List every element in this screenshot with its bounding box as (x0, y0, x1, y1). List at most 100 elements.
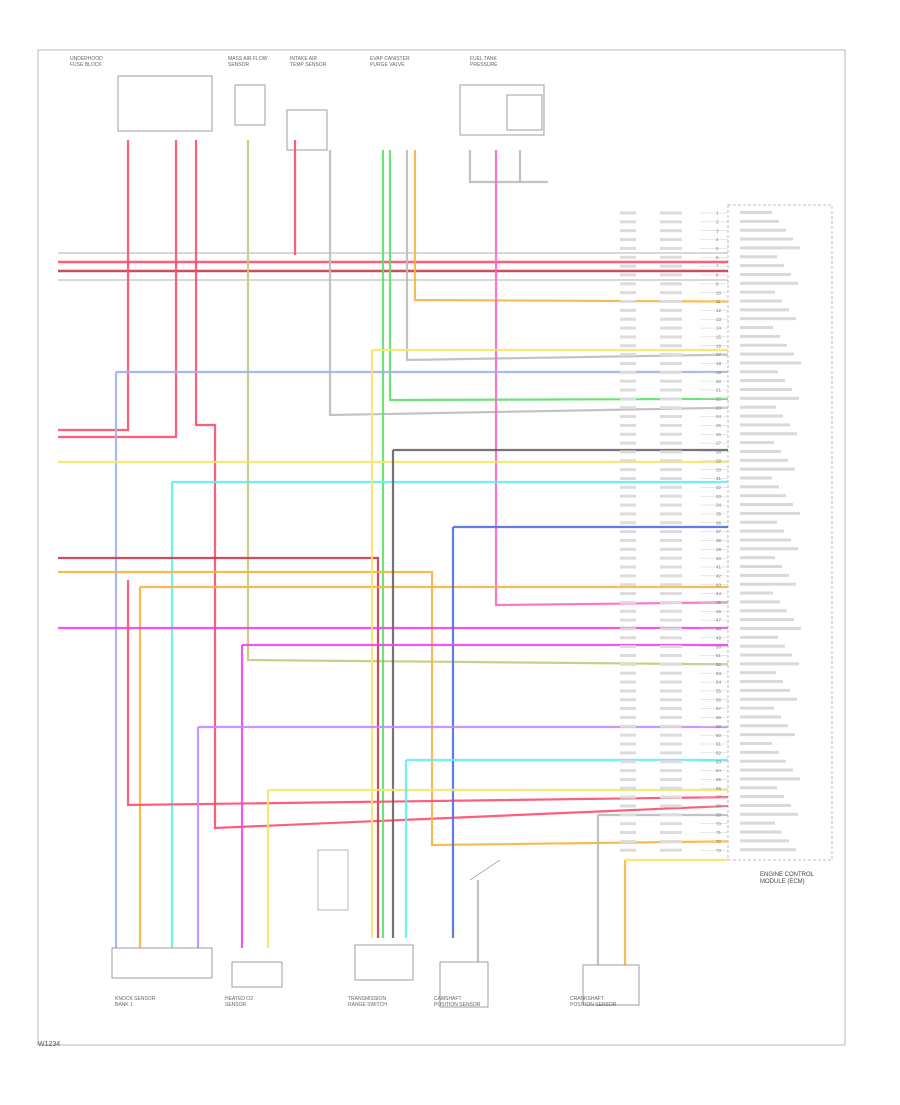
ecm-pin-desc (740, 476, 772, 480)
wire-color-mark (660, 724, 682, 728)
top-component-box (117, 75, 213, 132)
wire-color-mark (660, 441, 682, 445)
ecm-pin-number: 7 (716, 264, 719, 269)
wire-color-mark (660, 760, 682, 764)
ecm-pin-desc (740, 458, 788, 462)
ecm-pin-number: 52 (716, 662, 722, 667)
wire-color-mark (660, 494, 682, 498)
ecm-pin-desc (740, 264, 784, 268)
wire-color-mark (660, 645, 682, 649)
ecm-pin-number: 64 (716, 768, 722, 773)
wire-code-mark (620, 822, 636, 826)
wire-code-mark (620, 565, 636, 569)
bottom-component-caption: CAMSHAFT (434, 996, 462, 1002)
ecm-pin-desc (740, 848, 796, 852)
ecm-pin-desc (740, 326, 773, 330)
ecm-pin-desc (740, 414, 783, 418)
ecm-pin-desc (740, 812, 798, 816)
wire-code-mark (620, 432, 636, 436)
wire-color-mark (660, 609, 682, 613)
ecm-pin-number: 11 (716, 299, 721, 304)
wire-code-mark (620, 282, 636, 286)
bottom-component-caption: SENSOR (225, 1002, 247, 1008)
ecm-pin-number: 8 (716, 273, 719, 278)
ecm-pin-number: 22 (716, 396, 722, 401)
ecm-pin-number: 43 (716, 582, 722, 587)
wire-color-mark (660, 680, 682, 684)
ecm-pin-desc (740, 556, 775, 560)
bottom-component-caption: BANK 1 (115, 1002, 133, 1008)
wire-olive (246, 140, 729, 666)
ecm-pin-number: 2 (716, 219, 719, 224)
top-component-caption: MASS AIR FLOW (228, 56, 268, 62)
ecm-pin-desc (740, 573, 789, 577)
ecm-pin-desc (740, 334, 780, 338)
ecm-pin-number: 23 (716, 405, 722, 410)
wire-code-mark (620, 627, 636, 631)
top-component-caption: EVAP CANISTER (370, 56, 410, 62)
ecm-pin-desc (740, 352, 794, 356)
bottom-component-caption: POSITION SENSOR (434, 1002, 481, 1008)
top-component-box (234, 84, 266, 126)
ecm-pin-number: 27 (716, 441, 722, 446)
ecm-pin-desc (740, 706, 774, 710)
wire-color-mark (660, 397, 682, 401)
wire-color-mark (660, 211, 682, 215)
ecm-pin-desc (740, 281, 798, 285)
ecm-pin-number: 57 (716, 706, 722, 711)
ecm-pin-number: 66 (716, 786, 722, 791)
wire-code-mark (620, 397, 636, 401)
ecm-pin-desc (740, 219, 779, 223)
wire-color-mark (660, 839, 682, 843)
wire-color-mark (660, 273, 682, 277)
ecm-pin-desc (740, 644, 785, 648)
wire-color-mark (660, 530, 682, 534)
wire-code-mark (620, 335, 636, 339)
ecm-pin-desc (740, 750, 779, 754)
ecm-pin-number: 32 (716, 485, 722, 490)
wire-code-mark (620, 246, 636, 250)
wire-color-mark (660, 671, 682, 675)
ecm-pin-desc (740, 830, 782, 834)
wire-code-mark (620, 769, 636, 773)
wire-color-mark (660, 831, 682, 834)
ecm-pin-desc (740, 626, 801, 630)
wire-code-mark (620, 415, 636, 419)
ecm-pin-number: 12 (716, 308, 722, 313)
wire-code-mark (620, 406, 636, 410)
ecm-pin-desc (740, 786, 777, 790)
ecm-pin-desc (740, 795, 784, 799)
wire-code-mark (620, 839, 636, 843)
ecm-pin-number: 49 (716, 635, 722, 640)
wire-code-mark (620, 583, 636, 587)
wire-code-mark (620, 760, 636, 764)
bottom-component-caption: CRANKSHAFT (570, 996, 604, 1002)
wire-code-mark (620, 813, 636, 817)
splice-box (317, 849, 349, 911)
wire-color-mark (660, 769, 682, 773)
wire-code-mark (620, 229, 636, 233)
wire-code-mark (620, 689, 636, 693)
ecm-pin-number: 61 (716, 742, 722, 747)
wire-pink (494, 150, 729, 607)
bottom-component-box (111, 947, 213, 979)
wire-color-mark (660, 583, 682, 587)
diagram-frame (37, 49, 846, 1046)
ecm-pin-desc (740, 697, 797, 701)
wire-layer (58, 140, 729, 965)
ecm-pin-number: 39 (716, 547, 722, 552)
ecm-pin-number: 41 (716, 565, 722, 570)
wire-color-mark (660, 220, 682, 224)
ecm-pin-desc (740, 361, 801, 365)
wire-color-mark (660, 246, 682, 250)
ecm-pin-number: 55 (716, 689, 722, 694)
wire-color-mark (660, 370, 682, 374)
top-component-caption: SENSOR (228, 62, 250, 68)
ecm-pin-desc (740, 768, 793, 772)
wire-color-mark (660, 751, 682, 755)
wire-code-mark (620, 512, 636, 516)
wire-code-mark (620, 255, 636, 259)
diagram-code: W1234 (38, 1041, 61, 1048)
ecm-pin-desc (740, 299, 782, 303)
wire-code-mark (620, 654, 636, 657)
